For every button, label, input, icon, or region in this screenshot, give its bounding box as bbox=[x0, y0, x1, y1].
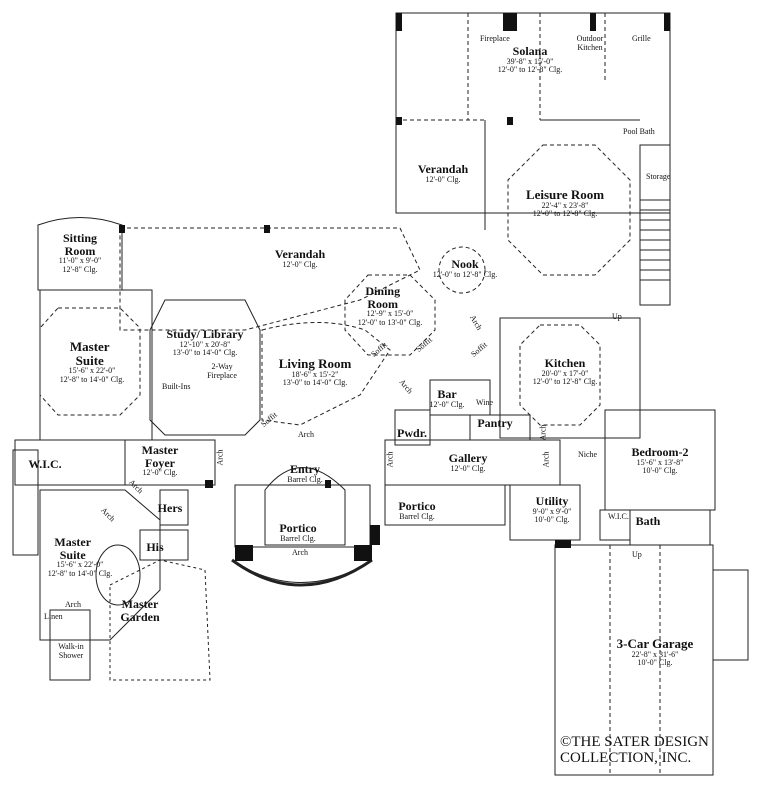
master-bath-outline bbox=[39, 489, 161, 641]
fixture-wic-right: W.I.C. bbox=[608, 512, 629, 521]
solana-verandah-outline bbox=[395, 12, 671, 214]
fixture-built-ins: Built-Ins bbox=[162, 382, 191, 391]
room-pantry: Pantry bbox=[477, 416, 513, 430]
fixture-up-stair: Up bbox=[612, 312, 622, 321]
fixture-niche: Niche bbox=[578, 450, 598, 459]
fixture-grille: Grille bbox=[632, 34, 651, 43]
leisure-ceiling-octagon bbox=[507, 144, 631, 276]
fixture-arch-bath: Arch bbox=[65, 600, 81, 609]
fixture-wine: Wine bbox=[476, 398, 494, 407]
fixture-pool-bath: Pool Bath bbox=[623, 127, 655, 136]
study-outline bbox=[149, 299, 261, 436]
room-hers: Hers bbox=[157, 501, 183, 515]
fixture-up-garage: Up bbox=[632, 550, 642, 559]
room-master-garden: Master Garden bbox=[120, 597, 160, 624]
fixture-arch-gallery-right: Arch bbox=[541, 451, 551, 468]
copyright-notice: ©THE SATER DESIGN COLLECTION, INC. bbox=[560, 734, 709, 767]
fixture-arch-portico: Arch bbox=[292, 548, 308, 557]
master-suite-ceiling bbox=[39, 307, 141, 416]
fixture-linen: Linen bbox=[44, 612, 63, 621]
room-wic-left: W.I.C. bbox=[28, 457, 62, 471]
fixture-storage: Storage bbox=[646, 172, 671, 181]
fixture-arch-living: Arch bbox=[298, 430, 314, 439]
room-bath: Bath bbox=[635, 514, 661, 528]
fixture-arch-gallery-left: Arch bbox=[385, 451, 395, 468]
fixture-arch-kitchen: Arch bbox=[538, 424, 548, 441]
master-garden-outline bbox=[109, 559, 211, 681]
room-his: His bbox=[146, 540, 164, 554]
living-room-ceiling bbox=[261, 322, 391, 426]
fixture-fireplace: Fireplace bbox=[480, 34, 510, 43]
fixture-walk-in-shower: Walk-in Shower bbox=[58, 642, 84, 660]
sitting-room-outline bbox=[37, 217, 123, 291]
entry-outline bbox=[264, 467, 346, 546]
fixture-arch-foyer: Arch bbox=[215, 449, 225, 466]
dining-ceiling bbox=[344, 274, 436, 356]
copyright-line-1: ©THE SATER DESIGN bbox=[560, 734, 709, 750]
nook-ceiling bbox=[438, 246, 486, 294]
copyright-line-2: COLLECTION, INC. bbox=[560, 749, 692, 766]
kitchen-ceiling bbox=[519, 324, 601, 426]
fixture-two-way-fireplace: 2-Way Fireplace bbox=[207, 362, 237, 380]
fixture-outdoor-kitchen: Outdoor Kitchen bbox=[576, 34, 604, 52]
room-pwdr: Pwdr. bbox=[397, 426, 427, 440]
